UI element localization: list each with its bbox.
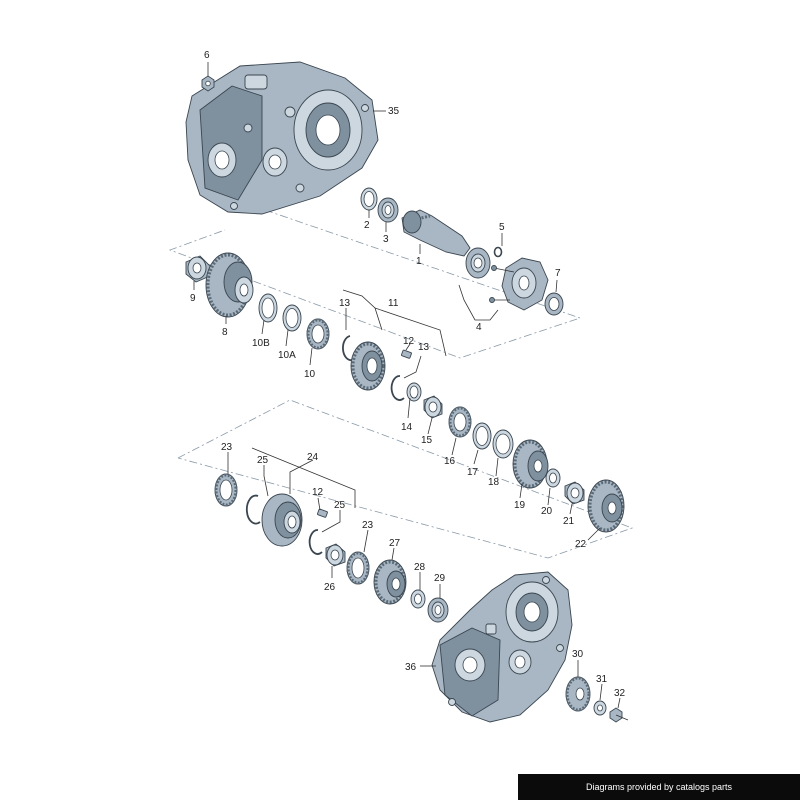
synchro-hub-part-11 <box>350 341 386 391</box>
callout-24: 24 <box>307 452 319 463</box>
callout-2: 2 <box>364 220 370 231</box>
bearing-part-29 <box>427 597 449 623</box>
circlip-part-5 <box>493 246 503 258</box>
pinion-shaft-part-1 <box>401 209 471 257</box>
callout-1: 1 <box>416 256 422 267</box>
callout-21: 21 <box>563 516 575 527</box>
callout-10: 10 <box>304 369 316 380</box>
callout-7: 7 <box>555 268 561 279</box>
key-part-12 <box>401 349 412 359</box>
flange-part-4 <box>489 257 549 311</box>
callout-30: 30 <box>572 649 584 660</box>
callout-32: 32 <box>614 688 626 699</box>
bolt-part-32 <box>609 707 629 723</box>
callout-11: 11 <box>388 298 399 309</box>
callout-9: 9 <box>190 293 196 304</box>
callout-28: 28 <box>414 562 426 573</box>
callout-6: 6 <box>204 50 210 61</box>
callout-35: 35 <box>388 106 400 117</box>
callout-25b: 25 <box>334 500 346 511</box>
needle-bearing-part-21 <box>564 481 585 505</box>
ring-part-10A <box>282 304 302 332</box>
seal-part-7 <box>544 292 564 316</box>
callout-22: 22 <box>575 539 587 550</box>
callout-12b: 12 <box>312 487 324 498</box>
synchro-ring-part-23 <box>214 473 238 507</box>
spring-part-13 <box>342 335 353 361</box>
callout-13b: 13 <box>418 342 430 353</box>
needle-bearing-part-15 <box>423 395 443 419</box>
callout-29: 29 <box>434 573 446 584</box>
washer-part-28 <box>410 589 426 609</box>
ring-part-18 <box>492 429 514 459</box>
bearing-part-3 <box>377 197 399 223</box>
callout-20: 20 <box>541 506 553 517</box>
callout-14: 14 <box>401 422 413 433</box>
callout-36: 36 <box>405 662 417 673</box>
synchro-hub-part-24 <box>261 493 303 547</box>
leader-lines <box>193 62 621 709</box>
ring-part-2 <box>360 187 378 211</box>
synchro-ring-part-23-second <box>346 551 370 585</box>
gear-part-30 <box>565 676 591 712</box>
needle-bearing-part-26 <box>325 543 346 567</box>
assembly-frame-lines <box>168 209 634 559</box>
callout-15: 15 <box>421 435 433 446</box>
housing-part-35 <box>185 61 379 215</box>
callout-10A: 10A <box>278 350 296 361</box>
gear-part-27 <box>373 559 407 605</box>
gear-part-8 <box>205 252 254 318</box>
callout-27: 27 <box>389 538 401 549</box>
gear-part-19 <box>512 439 549 489</box>
callout-labels: 6 35 2 3 1 5 7 4 9 8 10B 10A 10 13 11 12… <box>190 50 626 699</box>
key-part-12-lower <box>317 508 328 518</box>
callout-8: 8 <box>222 327 228 338</box>
ring-part-17 <box>472 422 492 450</box>
synchro-ring-part-16 <box>448 406 472 438</box>
spring-part-25-second <box>308 529 323 555</box>
spring-part-25 <box>245 494 261 525</box>
callout-10B: 10B <box>252 338 270 349</box>
callout-12a: 12 <box>403 336 415 347</box>
bearing-part-4 <box>465 247 491 279</box>
washer-part-20 <box>545 468 561 488</box>
gear-part-22 <box>587 479 625 533</box>
ring-part-14 <box>406 382 422 402</box>
callout-4: 4 <box>476 322 482 333</box>
callout-23b: 23 <box>362 520 374 531</box>
callout-16: 16 <box>444 456 456 467</box>
callout-13a: 13 <box>339 298 351 309</box>
callout-3: 3 <box>383 234 389 245</box>
callout-19: 19 <box>514 500 526 511</box>
credit-badge: Diagrams provided by catalogs parts <box>518 774 800 800</box>
washer-part-31 <box>593 700 607 716</box>
callout-5: 5 <box>499 222 505 233</box>
synchro-ring-part-10 <box>306 318 330 350</box>
callout-25a: 25 <box>257 455 269 466</box>
callout-18: 18 <box>488 477 500 488</box>
credit-text: Diagrams provided by catalogs parts <box>585 782 733 792</box>
callout-23a: 23 <box>221 442 233 453</box>
bearing-part-9 <box>185 255 211 283</box>
spring-part-13-second <box>390 375 405 401</box>
housing-part-36 <box>431 571 573 723</box>
callout-26: 26 <box>324 582 336 593</box>
ring-part-10B <box>258 293 278 323</box>
callout-17: 17 <box>467 467 479 478</box>
callout-31: 31 <box>596 674 608 685</box>
